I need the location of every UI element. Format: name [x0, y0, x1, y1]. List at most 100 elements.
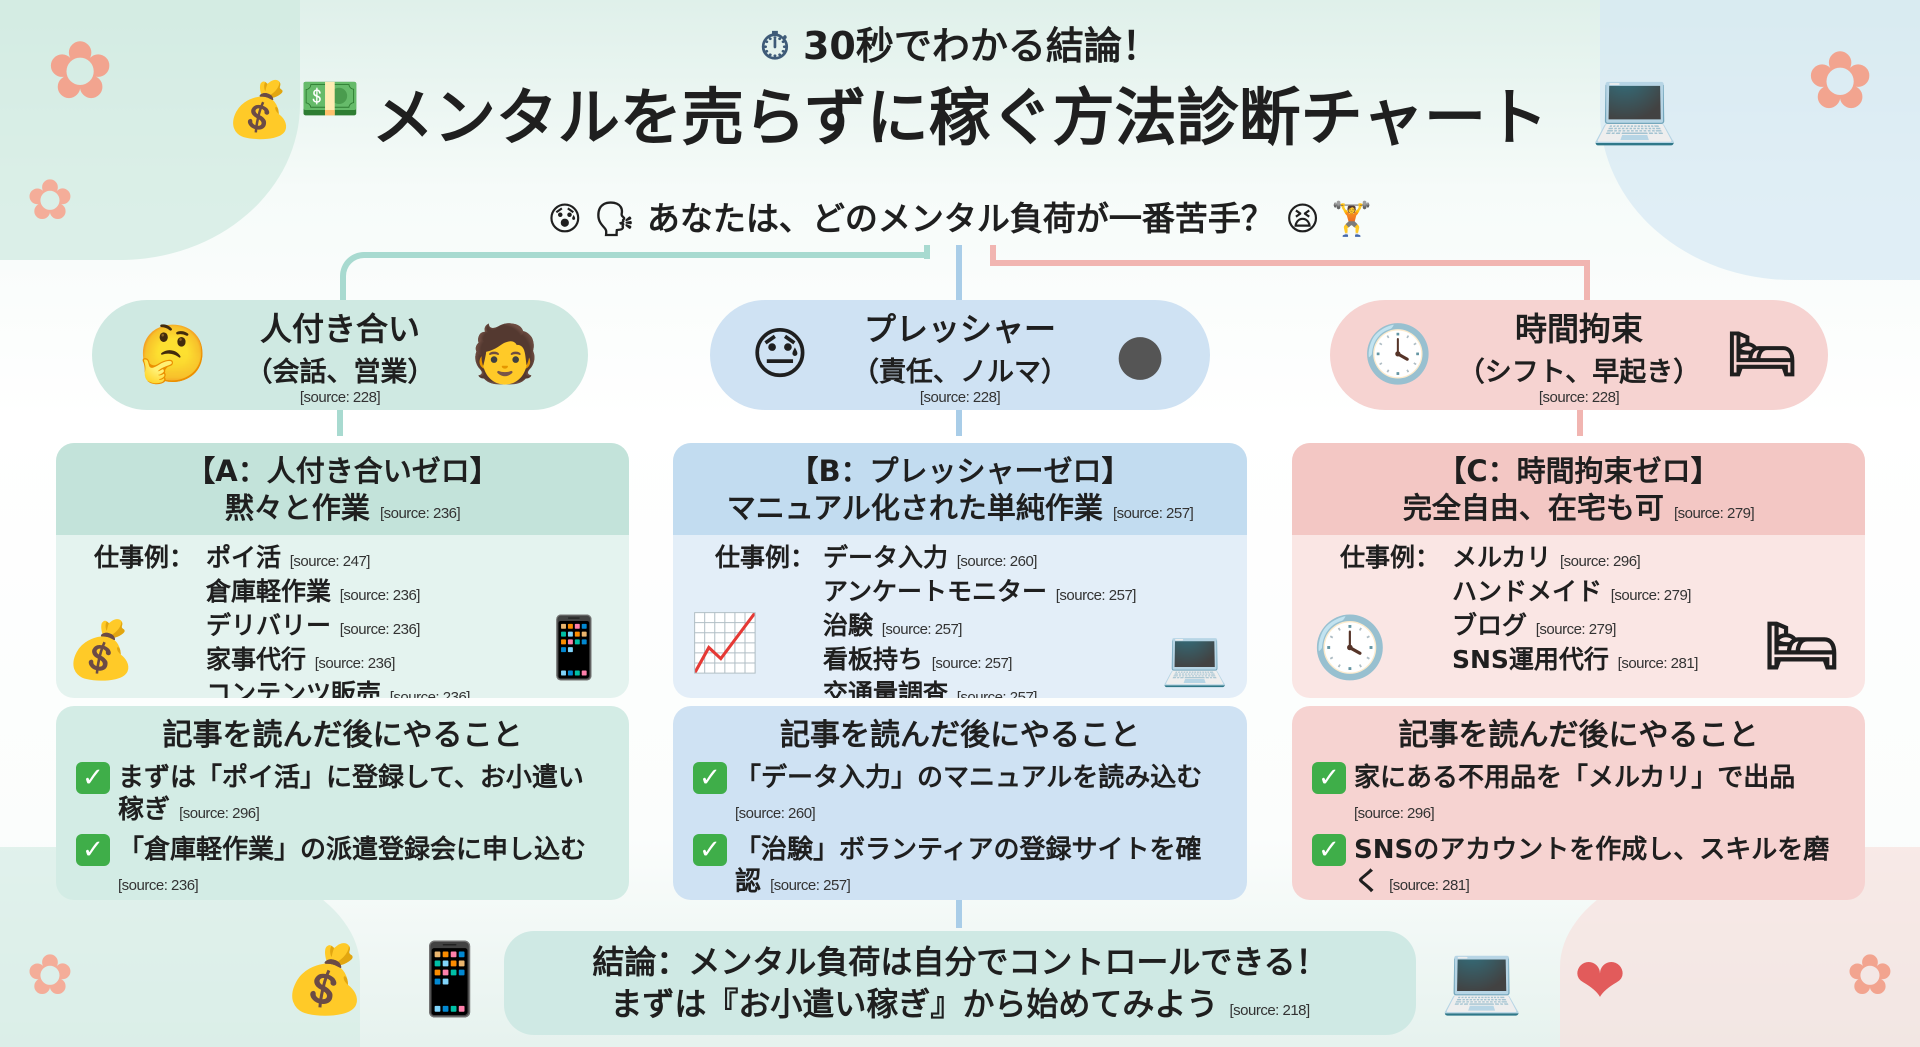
kicker-text: 30秒でわかる結論！	[802, 24, 1160, 68]
result-subheading: 完全自由、在宅も可	[1402, 491, 1664, 525]
examples-label: 仕事例：	[715, 543, 816, 572]
actions-title: 記事を読んだ後にやること	[1398, 718, 1759, 753]
result-heading: 【B：プレッシャーゼロ】	[789, 454, 1131, 488]
actions-title: 記事を読んだ後にやること	[780, 718, 1140, 753]
result-subheading: 黙々と作業	[224, 491, 370, 525]
example-item: 倉庫軽作業 [source: 236]	[206, 577, 420, 606]
example-item: コンテンツ販売 [source: 236]	[206, 679, 470, 698]
action-item: ✓「治験」ボランティアの登録サイトを確認 [source: 257]	[693, 834, 1227, 902]
category-subtitle: （会話、営業）	[245, 357, 435, 388]
examples-list: データ入力 [source: 260] アンケートモニター [source: 2…	[823, 543, 1136, 698]
category-title: 人付き合い	[259, 310, 420, 348]
actions-box-c: 記事を読んだ後にやること ✓家にある不用品を「メルカリ」で出品[source: …	[1292, 706, 1865, 900]
flower-icon: ✿	[26, 942, 74, 1008]
result-box-c: 【C：時間拘束ゼロ】 完全自由、在宅も可 [source: 279] 仕事例： …	[1292, 443, 1865, 698]
example-item: ブログ [source: 279]	[1452, 611, 1616, 640]
example-item: アンケートモニター [source: 257]	[823, 577, 1136, 606]
clock-icon: 🕓	[1312, 612, 1388, 683]
money-bag-icon: 💰	[226, 78, 294, 141]
flower-icon: ✿	[1846, 942, 1894, 1008]
dumbbell-icon: 🏋	[1331, 199, 1373, 238]
actions-title: 記事を読んだ後にやること	[162, 718, 523, 753]
source-tag: [source: 228]	[919, 389, 1001, 406]
example-item: 治験 [source: 257]	[823, 611, 962, 640]
example-item: ハンドメイド [source: 279]	[1452, 577, 1691, 606]
connector-line	[924, 245, 930, 259]
result-heading: 【C：時間拘束ゼロ】	[1437, 454, 1720, 488]
result-heading: 【A：人付き合いゼロ】	[186, 454, 499, 488]
flower-icon: ✿	[46, 23, 114, 117]
connector-arrow	[956, 410, 962, 436]
anxious-face-icon: 😰	[547, 199, 582, 238]
source-tag: [source: 257]	[1113, 505, 1194, 522]
example-item: ポイ活 [source: 247]	[206, 543, 370, 572]
conclusion-box: 結論：メンタル負荷は自分でコントロールできる！ まずは『お小遣い稼ぎ』から始めて…	[504, 931, 1416, 1035]
source-tag: [source: 236]	[379, 505, 461, 522]
action-item: ✓家にある不用品を「メルカリ」で出品[source: 296]	[1312, 762, 1845, 830]
flower-icon: ✿	[1806, 33, 1874, 127]
stopwatch-icon: ⏱	[760, 24, 790, 68]
person-icon: 🧑	[470, 322, 540, 387]
check-mark-icon: ✓	[76, 834, 110, 866]
category-subtitle: （シフト、早起き）	[1457, 357, 1701, 388]
bed-icon: 🛏	[1763, 610, 1841, 681]
heart-hand-icon: ❤	[1574, 943, 1626, 1017]
connector-arrow	[956, 900, 962, 928]
laptop-icon: 💻	[1591, 65, 1679, 148]
connector-line	[956, 245, 962, 301]
result-box-b: 【B：プレッシャーゼロ】 マニュアル化された単純作業 [source: 257]…	[673, 443, 1247, 698]
header-kicker: ⏱ 30秒でわかる結論！	[0, 22, 1920, 70]
check-mark-icon: ✓	[76, 762, 110, 794]
source-tag: [source: 279]	[1673, 505, 1755, 522]
category-pressure: プレッシャー （責任、ノルマ） [source: 228]	[710, 300, 1210, 410]
connector-line	[990, 245, 996, 265]
source-tag: [source: 228]	[1538, 389, 1620, 406]
sweating-person-icon: 😓	[750, 321, 810, 387]
example-item: 看板持ち [source: 257]	[823, 645, 1012, 674]
source-tag: [source: 228]	[299, 389, 381, 406]
chart-monitor-icon: 📈	[690, 611, 760, 676]
kettlebell-icon: ●	[1115, 321, 1165, 387]
category-time: 時間拘束 （シフト、早起き） [source: 228]	[1330, 300, 1828, 410]
example-item: 交通量調査 [source: 257]	[823, 679, 1037, 698]
source-tag: [source: 218]	[1229, 1002, 1310, 1019]
action-item: ✓「倉庫軽作業」の派遣登録会に申し込む [source: 236]	[76, 834, 609, 902]
check-mark-icon: ✓	[693, 834, 727, 866]
page-title: メンタルを売らずに稼ぐ方法診断チャート	[371, 81, 1549, 154]
tired-face-icon: 😫	[1285, 199, 1320, 238]
laptop-icon: 💻	[1440, 941, 1524, 1018]
question: 😰 🗣 あなたは、どのメンタル負荷が一番苦手？ 😫 🏋	[0, 194, 1920, 244]
action-item: ✓まずは「ポイ活」に登録して、お小遣い稼ぎ [source: 296]	[76, 762, 609, 830]
examples-list: ポイ活 [source: 247] 倉庫軽作業 [source: 236] デリ…	[206, 543, 470, 698]
examples-label: 仕事例：	[1340, 543, 1441, 572]
banknote-icon: 💵	[300, 70, 360, 127]
example-item: 家事代行 [source: 236]	[206, 645, 395, 674]
category-title: プレッシャー	[863, 310, 1056, 348]
examples-list: メルカリ [source: 296] ハンドメイド [source: 279] …	[1452, 543, 1698, 679]
money-bag-icon: 💰	[66, 618, 136, 683]
person-thinking-icon: 🤔	[138, 322, 208, 387]
connector-line	[990, 260, 1590, 266]
category-title: 時間拘束	[1514, 310, 1643, 348]
laptop-icon: 💻	[1161, 626, 1229, 689]
connector-arrow	[337, 410, 343, 436]
connector-line	[340, 252, 930, 302]
connector-line	[1584, 260, 1590, 302]
smartphone-touch-icon: 📱	[536, 613, 612, 683]
check-mark-icon: ✓	[693, 762, 727, 794]
action-item: ✓SNSのアカウントを作成し、スキルを磨く [source: 281]	[1312, 834, 1845, 902]
category-subtitle: （責任、ノルマ）	[852, 357, 1068, 388]
conclusion-line-2: まずは『お小遣い稼ぎ』から始めてみよう	[610, 985, 1219, 1023]
money-bag-icon: 💰	[283, 941, 367, 1018]
result-box-a: 【A：人付き合いゼロ】 黙々と作業 [source: 236] 仕事例： ポイ活…	[56, 443, 629, 698]
smartphone-icon: 📱	[406, 938, 494, 1020]
speaking-head-icon: 🗣	[593, 199, 636, 238]
bed-icon: 🛏	[1726, 322, 1798, 387]
example-item: デリバリー [source: 236]	[206, 611, 420, 640]
result-subheading: マニュアル化された単純作業	[726, 491, 1103, 525]
question-text: あなたは、どのメンタル負荷が一番苦手？	[646, 199, 1274, 238]
connector-arrow	[1577, 410, 1583, 436]
actions-box-b: 記事を読んだ後にやること ✓「データ入力」のマニュアルを読み込む [source…	[673, 706, 1247, 900]
action-item: ✓「データ入力」のマニュアルを読み込む [source: 260]	[693, 762, 1227, 830]
clock-icon: 🕓	[1363, 322, 1433, 387]
